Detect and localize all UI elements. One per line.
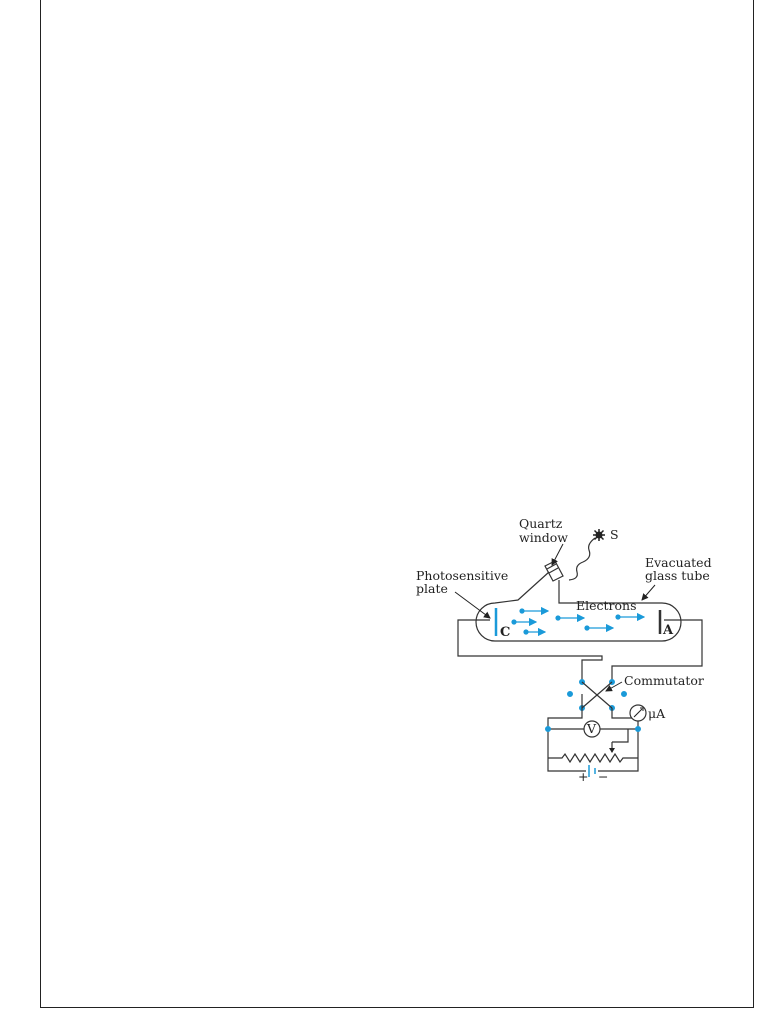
quartz-pointer (551, 543, 564, 566)
page-frame (40, 0, 754, 1008)
battery-minus-label: − (598, 769, 608, 784)
commutator-label: Commutator (624, 673, 704, 688)
photoplate-label-2: plate (416, 581, 448, 596)
light-ray (568, 537, 596, 581)
microammeter (629, 704, 647, 722)
commutator-pointer (605, 681, 623, 692)
quartz-label-2: window (519, 530, 568, 545)
light-source-icon (593, 529, 605, 541)
photoplate-pointer (454, 591, 491, 619)
glass-tube-label-2: glass tube (645, 568, 710, 583)
wire-cathode (457, 619, 603, 682)
battery-plus-label: + (578, 769, 588, 784)
glass-tube (475, 571, 682, 642)
wire-anode (611, 619, 703, 682)
electron-flow (511, 606, 646, 637)
voltmeter (583, 720, 601, 738)
battery (588, 765, 596, 777)
anode-label: A (662, 623, 674, 638)
source-label: S (610, 527, 619, 542)
wire-left-loop (547, 708, 586, 772)
electrons-label: Electrons (576, 598, 637, 613)
glass-tube-label-1: Evacuated (645, 555, 712, 570)
cathode-label: C (500, 625, 510, 640)
photoplate-label-1: Photosensitive (416, 568, 508, 583)
voltmeter-label: V (586, 721, 597, 736)
quartz-window-neck (544, 560, 564, 582)
microammeter-label: μA (648, 706, 666, 721)
rheostat (548, 752, 638, 764)
glass-tube-pointer (641, 584, 656, 601)
quartz-label-1: Quartz (519, 516, 563, 531)
